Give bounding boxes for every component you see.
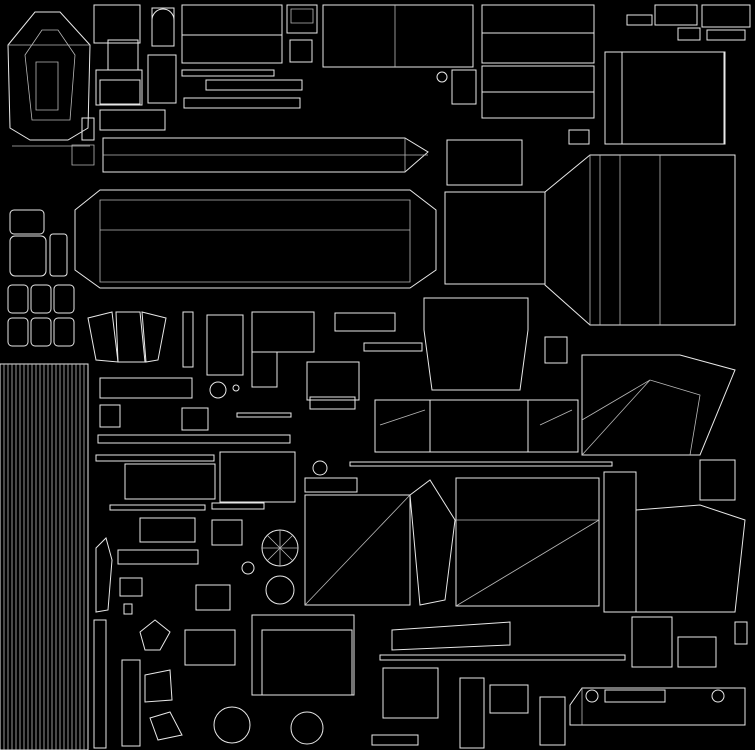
bottom-right-tray [570,688,745,725]
center-large-sheets [305,472,745,612]
right-wedge-island [582,355,735,500]
middle-row-islands [88,312,422,443]
shield-island [8,12,94,165]
lower-mid-islands [96,452,612,545]
center-console-island [375,298,578,452]
top-right-panels [482,5,750,144]
lower-center-islands [185,585,747,748]
top-panels [182,5,476,108]
left-striped-strip [0,364,88,750]
right-box-unwrap [445,140,735,325]
left-column-details [94,538,182,748]
left-rounded-tiles [8,210,74,346]
wide-wing-island [75,190,436,288]
top-left-small-islands [82,5,176,140]
wheel-islands [118,530,298,604]
long-bar-island [103,138,428,172]
